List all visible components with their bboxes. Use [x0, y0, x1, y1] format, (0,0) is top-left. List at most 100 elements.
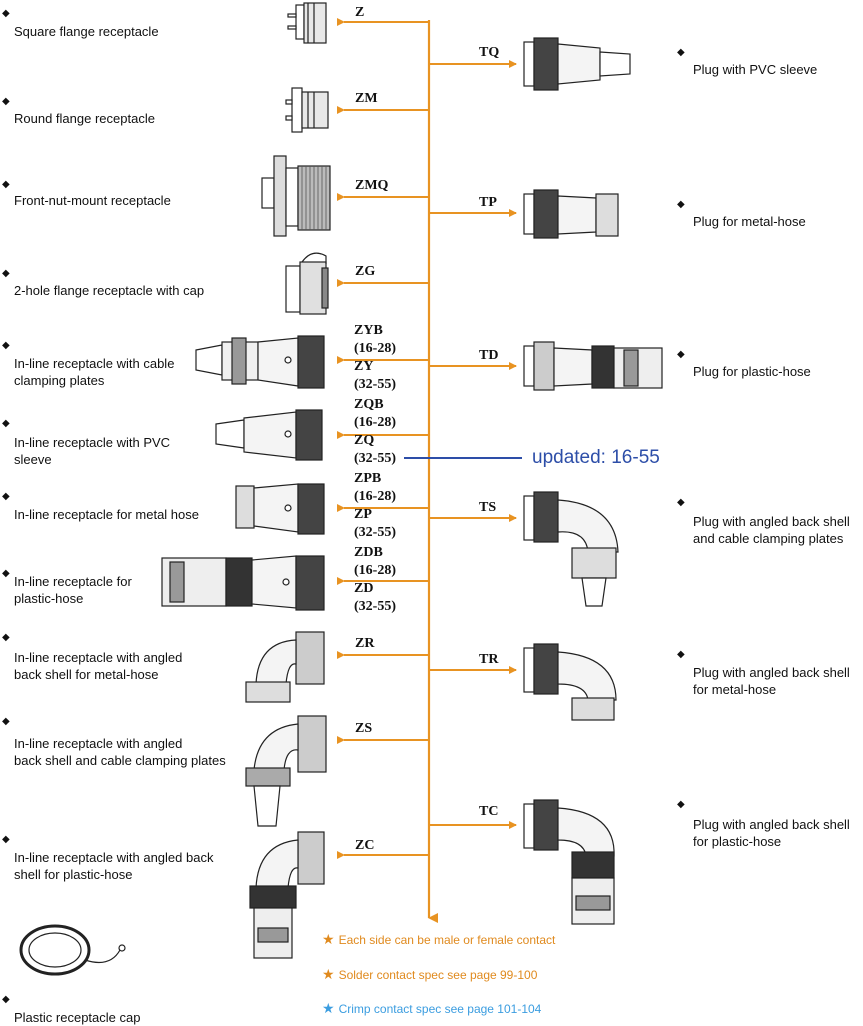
- left-item-label: In-line receptacle with angled back shel…: [14, 649, 182, 683]
- bullet-icon: ◆: [2, 96, 10, 107]
- bullet-icon: ◆: [2, 491, 10, 502]
- ts-plug-drawing: [523, 491, 619, 607]
- label-line: plastic-hose: [14, 591, 84, 606]
- code-label: ZG: [355, 264, 376, 279]
- note-crimp-contact: ★Crimp contact spec see page 101-104: [322, 1000, 541, 1017]
- label-line: sleeve: [14, 452, 52, 467]
- z-receptacle-drawing: [287, 2, 327, 44]
- bullet-icon: ◆: [2, 418, 10, 429]
- left-item-label: In-line receptacle with angled back shel…: [14, 849, 213, 883]
- code-label: TQ: [479, 45, 500, 60]
- code-label: (32-55): [354, 451, 396, 466]
- label-line: In-line receptacle for: [14, 574, 132, 589]
- code-label-stack: ZQB (16-28) ZQ (32-55): [354, 396, 396, 468]
- label-line: back shell for metal-hose: [14, 667, 159, 682]
- code-label: ZY: [354, 359, 374, 374]
- left-item-label: Front-nut-mount receptacle: [14, 193, 171, 208]
- bullet-icon: ◆: [2, 716, 10, 727]
- bullet-icon: ◆: [2, 8, 10, 19]
- bullet-icon: ◆: [2, 340, 10, 351]
- label-line: back shell and cable clamping plates: [14, 753, 226, 768]
- zs-receptacle-drawing: [245, 715, 327, 827]
- label-line: In-line receptacle with angled: [14, 736, 183, 751]
- bullet-icon: ◆: [2, 568, 10, 579]
- label-line: In-line receptacle with cable: [14, 356, 175, 371]
- code-label: ZMQ: [355, 178, 389, 193]
- zr-receptacle-drawing: [245, 631, 325, 703]
- bullet-icon: ◆: [677, 349, 685, 360]
- label-line: Plug with angled back shell: [693, 665, 850, 680]
- tr-plug-drawing: [523, 643, 617, 721]
- code-label: (32-55): [354, 525, 396, 540]
- code-label: ZM: [355, 91, 378, 106]
- right-item-label: Plug for metal-hose: [693, 214, 806, 229]
- bullet-icon: ◆: [2, 994, 10, 1005]
- code-label: ZD: [354, 581, 374, 596]
- zy-receptacle-drawing: [195, 335, 325, 389]
- right-item-label: Plug with PVC sleeve: [693, 62, 818, 77]
- code-label-stack: ZPB (16-28) ZP (32-55): [354, 470, 396, 542]
- zmq-receptacle-drawing: [261, 155, 331, 237]
- left-item-label: In-line receptacle for metal hose: [14, 507, 199, 522]
- bullet-icon: ◆: [677, 497, 685, 508]
- code-label: (32-55): [354, 599, 396, 614]
- label-line: In-line receptacle with angled: [14, 650, 183, 665]
- bullet-icon: ◆: [677, 47, 685, 58]
- right-item-label: Plug with angled back shell for metal-ho…: [693, 664, 850, 698]
- note-text: Solder contact spec see page 99-100: [338, 968, 538, 982]
- code-label-stack: ZYB (16-28) ZY (32-55): [354, 322, 396, 394]
- code-label: TP: [479, 195, 497, 210]
- code-label: ZS: [355, 721, 373, 736]
- zc-receptacle-drawing: [249, 831, 325, 959]
- bullet-icon: ◆: [2, 179, 10, 190]
- code-label-stack: ZDB (16-28) ZD (32-55): [354, 544, 396, 616]
- code-label: TC: [479, 804, 499, 819]
- label-line: for metal-hose: [693, 682, 777, 697]
- zg-receptacle-drawing: [285, 252, 329, 315]
- star-icon: ★: [322, 966, 335, 982]
- code-label: TD: [479, 348, 499, 363]
- right-item-label: Plug for plastic-hose: [693, 364, 811, 379]
- bullet-icon: ◆: [677, 649, 685, 660]
- label-line: In-line receptacle with PVC: [14, 435, 171, 450]
- zq-receptacle-drawing: [215, 409, 323, 461]
- tc-plug-drawing: [523, 799, 615, 925]
- note-male-female: ★Each side can be male or female contact: [322, 931, 555, 948]
- left-item-label: Round flange receptacle: [14, 111, 155, 126]
- code-label: ZYB: [354, 323, 383, 338]
- code-label: (16-28): [354, 415, 396, 430]
- code-label: ZQB: [354, 397, 384, 412]
- code-label: TS: [479, 500, 497, 515]
- code-label: Z: [355, 5, 365, 20]
- code-label: ZC: [355, 838, 375, 853]
- bullet-icon: ◆: [2, 632, 10, 643]
- label-line: In-line receptacle with angled back: [14, 850, 214, 865]
- left-item-label: In-line receptacle with PVC sleeve: [14, 434, 170, 468]
- note-solder-contact: ★Solder contact spec see page 99-100: [322, 966, 537, 983]
- code-label: (16-28): [354, 489, 396, 504]
- bullet-icon: ◆: [677, 199, 685, 210]
- code-label: ZP: [354, 507, 372, 522]
- note-text: Crimp contact spec see page 101-104: [338, 1002, 542, 1016]
- star-icon: ★: [322, 931, 335, 947]
- tq-plug-drawing: [523, 37, 631, 91]
- td-plug-drawing: [523, 341, 663, 391]
- left-item-label: Square flange receptacle: [14, 24, 159, 39]
- label-line: shell for plastic-hose: [14, 867, 133, 882]
- code-label: ZPB: [354, 471, 382, 486]
- right-item-label: Plug with angled back shell and cable cl…: [693, 513, 850, 547]
- left-item-label: In-line receptacle with cable clamping p…: [14, 355, 174, 389]
- code-label: (16-28): [354, 341, 396, 356]
- right-item-label: Plug with angled back shell for plastic-…: [693, 816, 850, 850]
- bullet-icon: ◆: [2, 268, 10, 279]
- code-label: (16-28): [354, 563, 396, 578]
- bullet-icon: ◆: [677, 799, 685, 810]
- left-item-label: In-line receptacle for plastic-hose: [14, 573, 132, 607]
- bullet-icon: ◆: [2, 834, 10, 845]
- star-icon: ★: [322, 1000, 335, 1016]
- receptacle-cap-drawing: [19, 924, 126, 976]
- label-line: and cable clamping plates: [693, 531, 844, 546]
- note-text: Each side can be male or female contact: [338, 933, 556, 947]
- zp-receptacle-drawing: [235, 483, 325, 535]
- code-label: ZR: [355, 636, 375, 651]
